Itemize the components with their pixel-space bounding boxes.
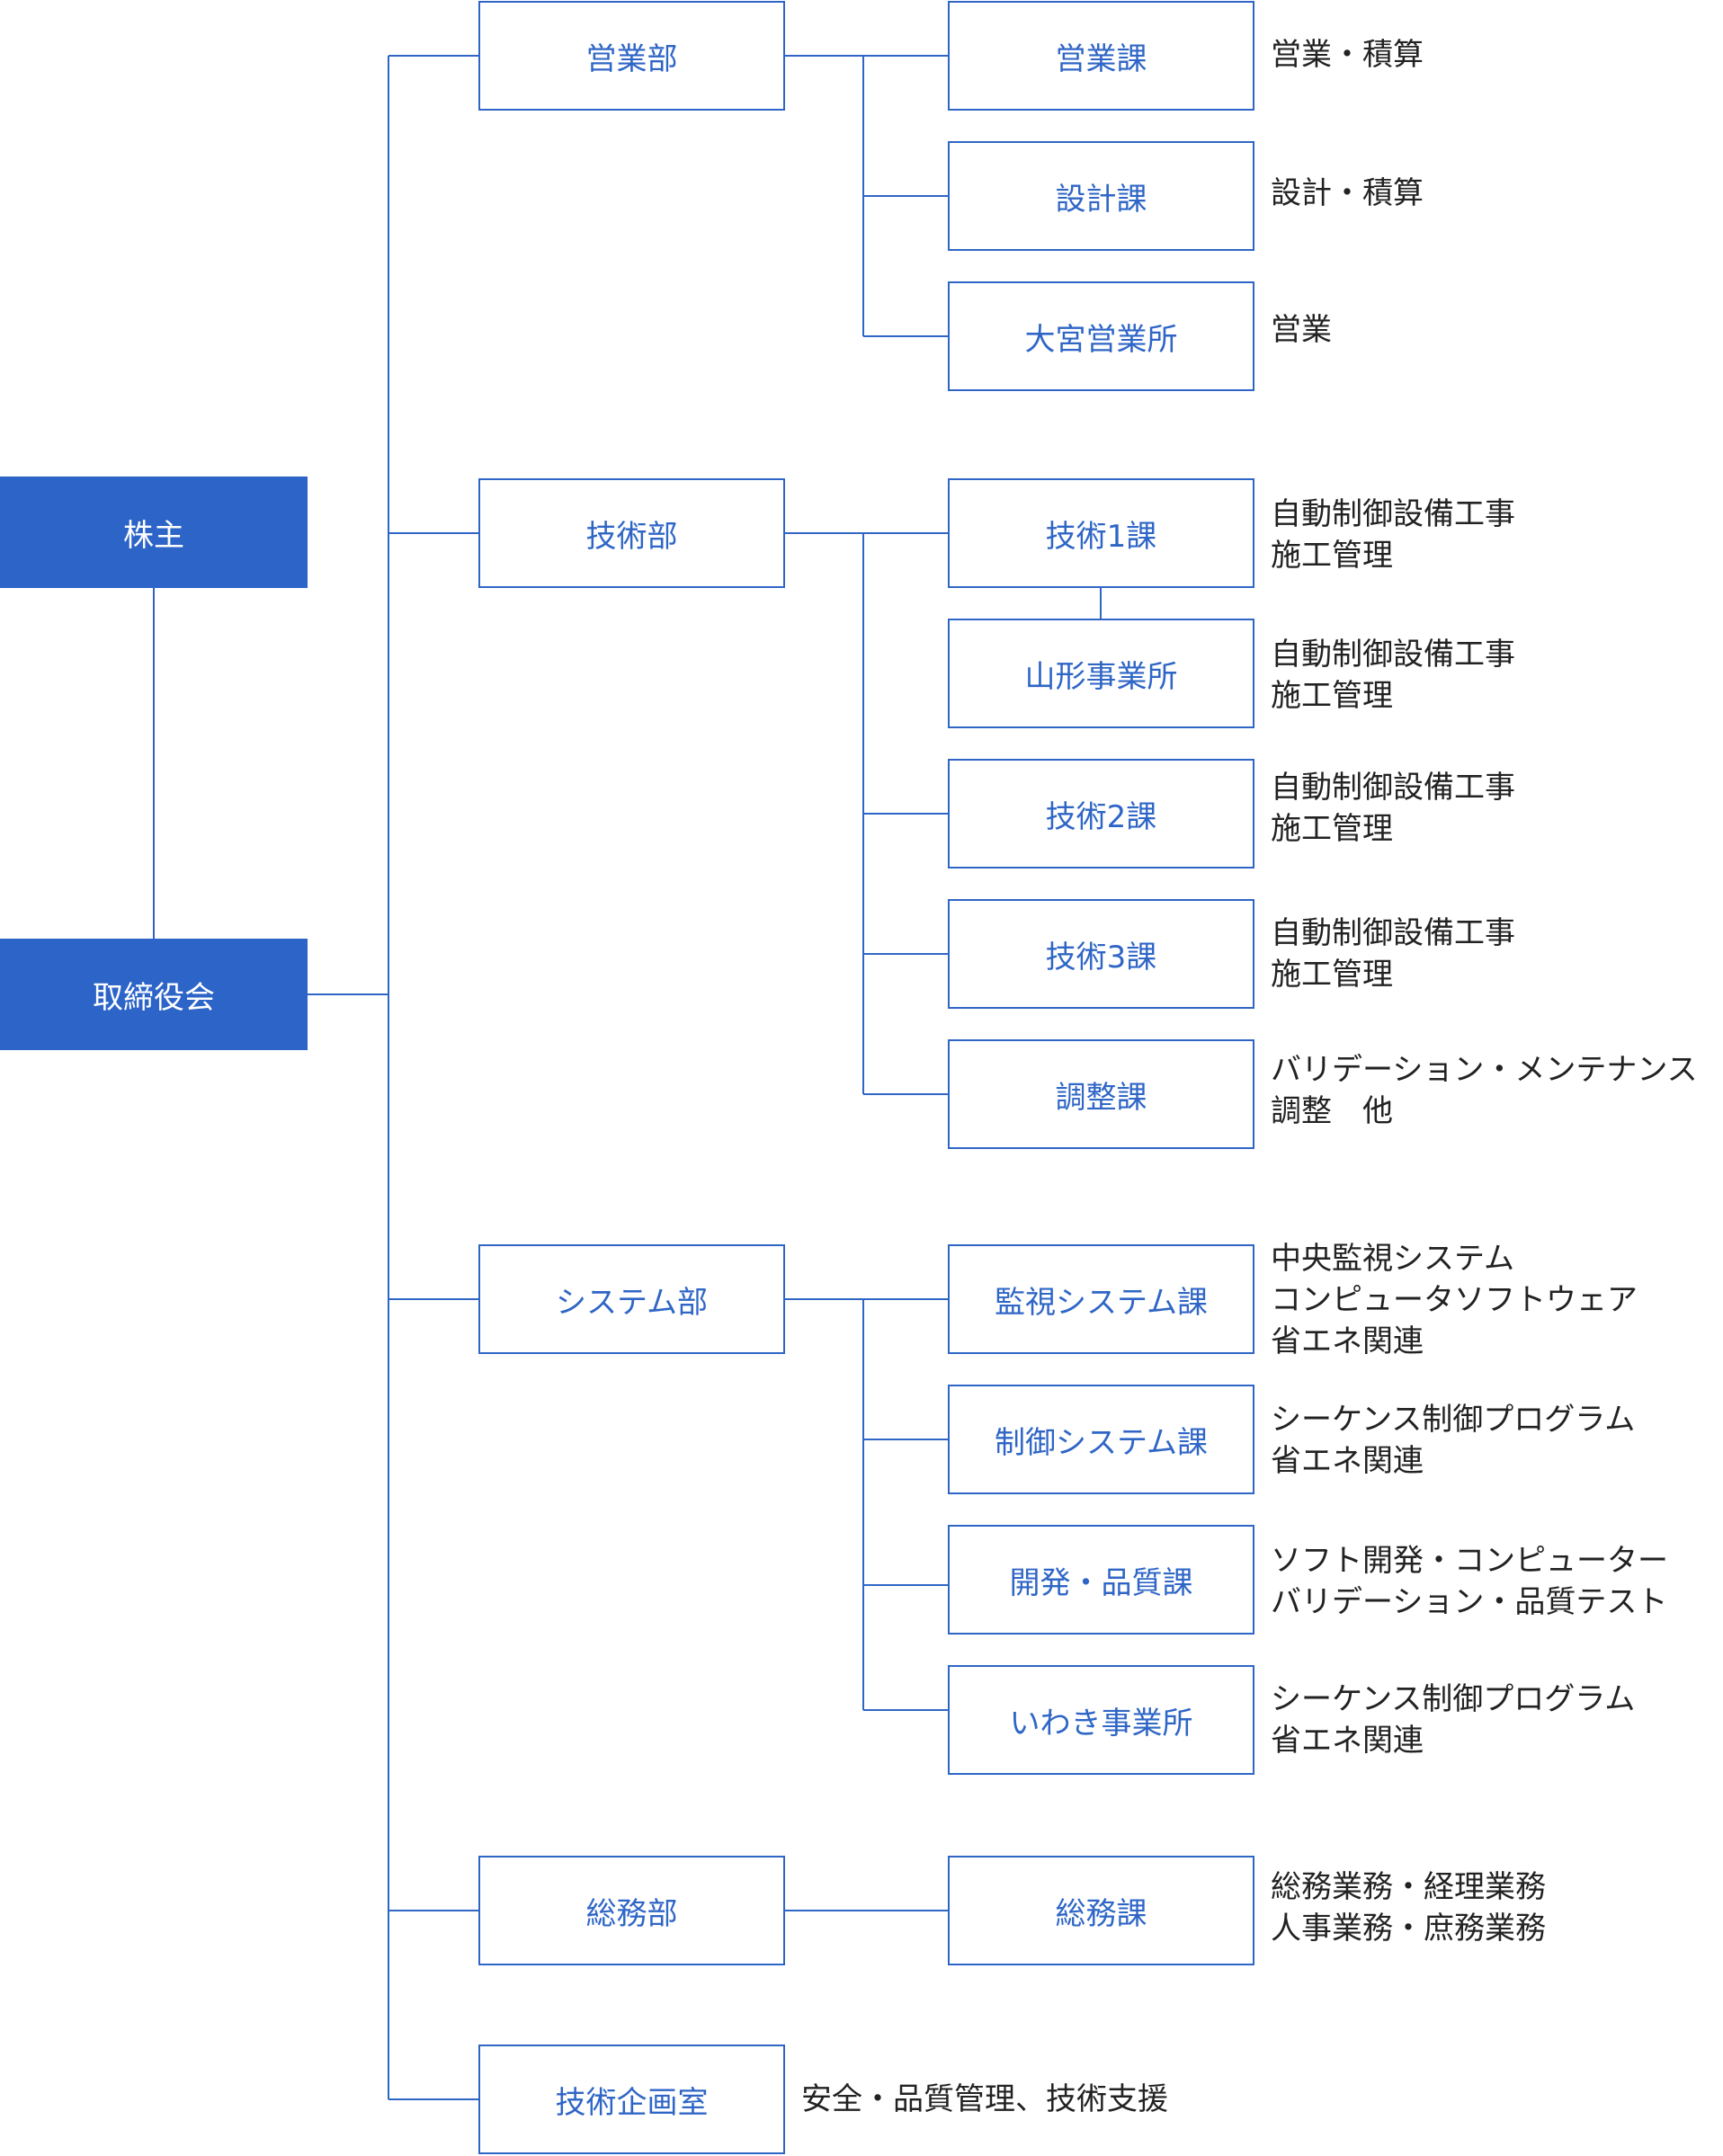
section-adjustment: 調整課: [948, 1039, 1254, 1149]
section-engineering-2: 技術2課: [948, 759, 1254, 869]
section-monitoring-systems-desc: 中央監視システム コンピュータソフトウェア 省エネ関連: [1271, 1241, 1638, 1359]
section-design-desc: 設計・積算: [1271, 175, 1424, 211]
section-omiya-office-desc: 営業: [1271, 312, 1332, 348]
section-iwaki-office-desc: シーケンス制御プログラム 省エネ関連: [1271, 1681, 1636, 1759]
dept-sales: 営業部: [478, 1, 785, 111]
section-development-quality-desc: ソフト開発・コンピューター バリデーション・品質テスト: [1271, 1543, 1668, 1620]
section-engineering-3-desc: 自動制御設備工事 施工管理: [1271, 915, 1515, 993]
section-engineering-1: 技術1課: [948, 478, 1254, 588]
section-omiya-office: 大宮営業所: [948, 281, 1254, 391]
section-adjustment-desc: バリデーション・メンテナンス 調整 他: [1271, 1052, 1698, 1129]
dept-systems: システム部: [478, 1244, 785, 1354]
section-sales: 営業課: [948, 1, 1254, 111]
dept-technical-planning: 技術企画室: [478, 2045, 785, 2154]
section-development-quality: 開発・品質課: [948, 1525, 1254, 1635]
section-general-affairs: 総務課: [948, 1856, 1254, 1965]
section-general-affairs-desc: 総務業務・経理業務 人事業務・庶務業務: [1271, 1869, 1546, 1947]
section-engineering-2-desc: 自動制御設備工事 施工管理: [1271, 770, 1515, 847]
section-control-systems-desc: シーケンス制御プログラム 省エネ関連: [1271, 1402, 1636, 1479]
board-box: 取締役会: [0, 939, 308, 1050]
section-iwaki-office: いわき事業所: [948, 1665, 1254, 1775]
section-yamagata-office: 山形事業所: [948, 619, 1254, 728]
section-yamagata-office-desc: 自動制御設備工事 施工管理: [1271, 637, 1515, 714]
section-design: 設計課: [948, 141, 1254, 251]
section-engineering-3: 技術3課: [948, 899, 1254, 1009]
section-engineering-1-desc: 自動制御設備工事 施工管理: [1271, 496, 1515, 574]
dept-general-affairs: 総務部: [478, 1856, 785, 1965]
section-control-systems: 制御システム課: [948, 1385, 1254, 1494]
section-sales-desc: 営業・積算: [1271, 37, 1424, 73]
section-monitoring-systems: 監視システム課: [948, 1244, 1254, 1354]
shareholders-box: 株主: [0, 477, 308, 588]
dept-engineering: 技術部: [478, 478, 785, 588]
dept-technical-planning-desc: 安全・品質管理、技術支援: [801, 2081, 1168, 2117]
